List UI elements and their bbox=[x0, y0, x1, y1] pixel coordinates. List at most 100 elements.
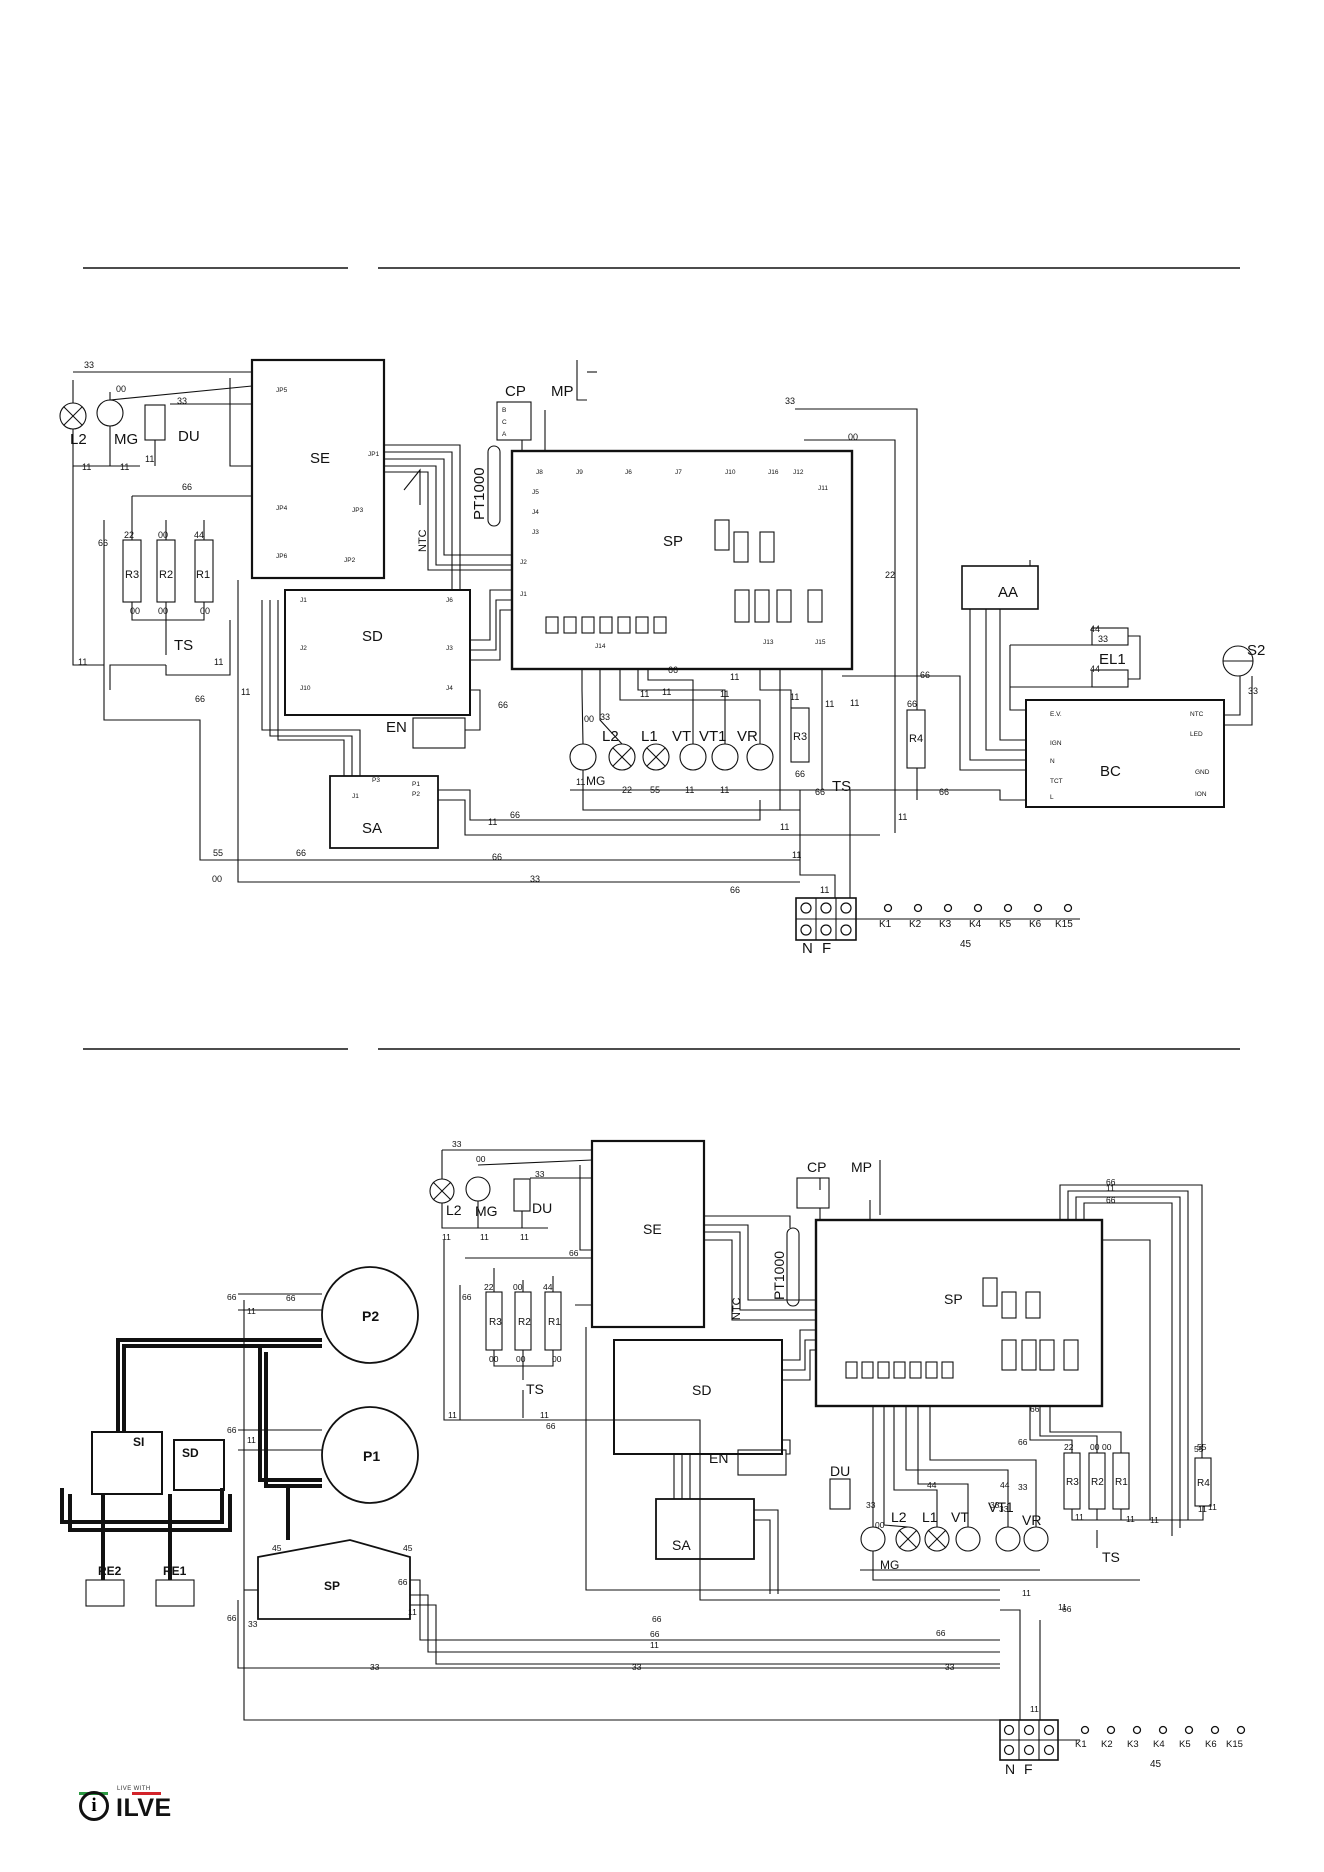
d1-wire-number-22: 66 bbox=[296, 848, 306, 858]
r4-label: R4 bbox=[909, 733, 923, 745]
d1-wire-number-2: 33 bbox=[177, 396, 187, 406]
d1-bc-port-7: GND bbox=[1195, 769, 1210, 776]
d1-wire-number-36: 11 bbox=[662, 687, 671, 697]
s2-label: S2 bbox=[1247, 642, 1265, 659]
d1-sa-port-2: P1 bbox=[412, 781, 420, 788]
d1-sp-port-11: J2 bbox=[520, 559, 527, 566]
d1-key-label-2: K3 bbox=[939, 919, 952, 930]
d1-sp-port-13: J14 bbox=[595, 643, 606, 650]
d2-wire-number-44: 00 bbox=[1090, 1442, 1100, 1452]
d2-wire-number-9: 22 bbox=[484, 1282, 494, 1292]
d2-r1-label: R1 bbox=[548, 1317, 561, 1328]
d2-wire-number-57: 11 bbox=[1022, 1588, 1031, 1598]
r3-label: R3 bbox=[125, 569, 139, 581]
d2-r1b-label: R1 bbox=[1115, 1477, 1128, 1488]
d1-wire-number-54: 11 bbox=[780, 822, 789, 832]
d1-wire-number-55: 11 bbox=[792, 850, 801, 860]
d2-wire-number-38: 66 bbox=[936, 1628, 946, 1638]
d1-sp-port-8: J5 bbox=[532, 489, 539, 496]
d2-l1-label: L1 bbox=[922, 1509, 938, 1525]
d2-du-label: DU bbox=[532, 1200, 552, 1216]
d1-wire-number-11: 00 bbox=[130, 606, 140, 616]
d2-key-label-2: K3 bbox=[1127, 1739, 1139, 1750]
d1-wire-number-49: 66 bbox=[815, 787, 825, 797]
d1-wire-number-16: 66 bbox=[195, 694, 205, 704]
d2-wire-number-47: 33 bbox=[990, 1500, 1000, 1510]
d1-sd-port-0: J1 bbox=[300, 597, 307, 604]
d1-wire-number-8: 22 bbox=[124, 530, 134, 540]
d2-wire-number-3: 11 bbox=[442, 1232, 451, 1242]
d1-wire-number-37: 11 bbox=[640, 689, 649, 699]
d1-wire-number-15: 11 bbox=[214, 657, 223, 667]
d1-bc-port-8: ION bbox=[1195, 791, 1207, 798]
d1-key-label-3: K4 bbox=[969, 919, 982, 930]
d1-wire-number-38: 11 bbox=[720, 689, 729, 699]
d2-wire-number-7: 66 bbox=[462, 1292, 472, 1302]
d2-wire-number-31: 45 bbox=[403, 1543, 413, 1553]
d1-wire-number-56: 66 bbox=[730, 885, 740, 895]
d2-key-label-0: K1 bbox=[1075, 1739, 1087, 1750]
logo-brand-name: ILVE bbox=[116, 1794, 172, 1822]
d1-se-port-5: JP6 bbox=[276, 553, 288, 560]
d1-wire-number-4: 11 bbox=[120, 462, 129, 472]
ts-label-1: TS bbox=[174, 637, 193, 654]
d1-bc-port-6: LED bbox=[1190, 731, 1203, 738]
vt1-label: VT1 bbox=[699, 728, 727, 745]
pump-p1-label: P1 bbox=[363, 1448, 380, 1464]
d1-sd-port-5: J4 bbox=[446, 685, 453, 692]
d2-wire-number-32: 66 bbox=[398, 1577, 408, 1587]
d1-wire-number-10: 44 bbox=[194, 530, 204, 540]
d2-wire-number-52: 33 bbox=[999, 1504, 1009, 1514]
el1-label: EL1 bbox=[1099, 651, 1126, 668]
neutral-label: N bbox=[802, 940, 813, 957]
d1-wire-number-44: 11 bbox=[720, 785, 729, 795]
d1-sp-port-3: J7 bbox=[675, 469, 682, 476]
d1-sp-port-9: J4 bbox=[532, 509, 539, 516]
re1-label: RE1 bbox=[163, 1564, 187, 1578]
d2-wire-number-14: 00 bbox=[552, 1354, 562, 1364]
d2-wire-number-49: 44 bbox=[927, 1480, 937, 1490]
d1-wire-number-47: 66 bbox=[795, 769, 805, 779]
si-label: SI bbox=[133, 1435, 144, 1449]
d1-sd-port-2: J10 bbox=[300, 685, 311, 692]
d2-key-label-4: K5 bbox=[1179, 1739, 1191, 1750]
d2-wire-number-46: 33 bbox=[866, 1500, 876, 1510]
d2-wire-number-20: 11 bbox=[247, 1306, 256, 1316]
d1-wire-number-50: 11 bbox=[850, 698, 859, 708]
ilve-logo-icon: i bbox=[79, 1791, 109, 1821]
d1-se-port-4: JP2 bbox=[344, 557, 356, 564]
d1-sp-port-5: J16 bbox=[768, 469, 779, 476]
d1-wire-number-26: 33 bbox=[785, 396, 795, 406]
d1-cp-pin-1: C bbox=[502, 419, 507, 426]
d1-wire-number-41: 22 bbox=[622, 785, 632, 795]
d2-key-label-6: K15 bbox=[1226, 1739, 1243, 1750]
d2-wire-number-24: 00 bbox=[1102, 1442, 1112, 1452]
d2-wire-number-30: 45 bbox=[272, 1543, 282, 1553]
d2-wire-number-48: 00 bbox=[875, 1520, 885, 1530]
l1-label: L1 bbox=[641, 728, 658, 745]
d1-wire-number-1: 00 bbox=[116, 384, 126, 394]
l2b-label: L2 bbox=[602, 728, 619, 745]
d2-wire-number-11: 44 bbox=[543, 1282, 553, 1292]
d2-r3-label: R3 bbox=[489, 1317, 502, 1328]
d1-wire-number-20: 11 bbox=[488, 817, 497, 827]
r2-label: R2 bbox=[159, 569, 173, 581]
d1-wire-number-13: 00 bbox=[200, 606, 210, 616]
d1-wire-number-18: 66 bbox=[510, 810, 520, 820]
d2-vt1-label: VT1 bbox=[988, 1499, 1014, 1515]
d2-neutral-label: N bbox=[1005, 1761, 1015, 1777]
d2-wire-number-4: 11 bbox=[480, 1232, 489, 1242]
sa-board-label: SA bbox=[362, 820, 382, 837]
d1-wire-number-23: 66 bbox=[492, 852, 502, 862]
d1-sp-port-1: J9 bbox=[576, 469, 583, 476]
d2-phase-label: F bbox=[1024, 1761, 1033, 1777]
d1-sp-port-14: J13 bbox=[763, 639, 774, 646]
se-board-label: SE bbox=[310, 450, 330, 467]
d1-wire-number-5: 11 bbox=[145, 454, 154, 464]
d2-wire-number-50: 44 bbox=[1000, 1480, 1010, 1490]
vr-label: VR bbox=[737, 728, 758, 745]
d1-sa-port-1: P3 bbox=[372, 777, 380, 784]
d2-se-board-label: SE bbox=[643, 1221, 662, 1237]
d1-wire-number-32: 33 bbox=[1098, 634, 1108, 644]
